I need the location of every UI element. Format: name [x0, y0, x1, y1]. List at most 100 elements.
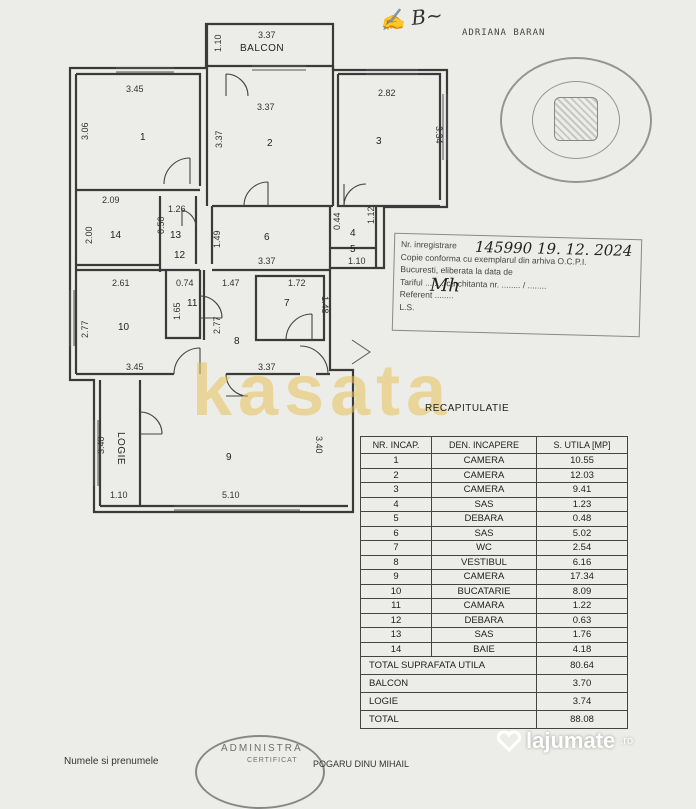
total-value: 80.64 [536, 656, 628, 675]
registration-box: Nr. inregistrare Copie conforma cu exemp… [391, 232, 643, 338]
recap-cell: 2 [360, 467, 432, 483]
recap-cell: SAS [431, 496, 537, 512]
recap-cell: 7 [360, 540, 432, 556]
room-11-number: 11 [187, 298, 198, 309]
recap-cell: 0.48 [536, 511, 628, 527]
room-14-number: 14 [110, 230, 122, 241]
doors [139, 73, 371, 435]
recap-cell: CAMERA [431, 569, 537, 585]
recap-header-cell: NR. INCAP. [360, 436, 432, 454]
adm-stamp-text: ADMINISTRA [221, 743, 303, 754]
dim-r13-h: 0.50 [156, 216, 166, 234]
room-8-number: 8 [234, 336, 240, 347]
interior-walls [76, 24, 442, 508]
dim-r8-w2: 3.37 [258, 362, 276, 372]
recap-cell: 9 [360, 569, 432, 585]
recap-cell: 1 [360, 453, 432, 469]
recap-title: RECAPITULATIE [425, 403, 510, 414]
recap-cell: 12 [360, 612, 432, 628]
room-13-number: 13 [170, 230, 182, 241]
total-value: 3.70 [536, 674, 628, 693]
room-12-number: 12 [174, 250, 186, 261]
recap-cell: 14 [360, 641, 432, 657]
room-9-number: 9 [226, 452, 232, 463]
dim-r1-h: 3.06 [80, 122, 90, 140]
recap-cell: SAS [431, 525, 537, 541]
recap-cell: 5 [360, 511, 432, 527]
room-4-number: 4 [350, 228, 356, 239]
reg-initials: Mh [429, 274, 461, 297]
dim-r13-w: 1.26 [168, 204, 186, 214]
recap-cell: 1.23 [536, 496, 628, 512]
recap-cell: 8.09 [536, 583, 628, 599]
recap-cell: 2.54 [536, 540, 628, 556]
footer-name-line: Numele si prenumele [64, 756, 159, 767]
dim-r2-w: 3.37 [257, 102, 275, 112]
dim-r10-h: 2.77 [80, 320, 90, 338]
recap-cell: 11 [360, 598, 432, 614]
recap-cell: 10 [360, 583, 432, 599]
dim-r4-w: 0.44 [332, 212, 342, 230]
dim-r7-w: 1.72 [288, 278, 306, 288]
dim-logie-h: 3.40 [96, 436, 106, 454]
dim-r6-w: 3.37 [258, 256, 276, 266]
dim-r14-h: 2.00 [84, 226, 94, 244]
recap-cell: 1.22 [536, 598, 628, 614]
windows [69, 65, 448, 511]
dim-r9-w: 5.10 [222, 490, 240, 500]
footer-name-label: Numele si prenumele [64, 756, 159, 767]
recap-cell: CAMERA [431, 467, 537, 483]
dim-logie-w: 1.10 [110, 490, 128, 500]
recap-cell: DEBARA [431, 511, 537, 527]
administration-stamp: ADMINISTRA CERTIFICAT [195, 735, 325, 809]
recap-cell: CAMARA [431, 598, 537, 614]
stamp-crest-icon [554, 97, 598, 141]
dim-r3-h: 3.34 [434, 126, 444, 144]
round-stamp [500, 57, 652, 183]
logie-label: LOGIE [115, 432, 126, 465]
recap-cell: BAIE [431, 641, 537, 657]
recap-cell: 6 [360, 525, 432, 541]
balcon-label: BALCON [240, 43, 284, 54]
total-label: TOTAL SUPRAFATA UTILA [360, 656, 537, 675]
recap-cell: 5.02 [536, 525, 628, 541]
lajumate-brand: lajumate.ro [496, 728, 633, 754]
room-7-number: 7 [284, 298, 290, 309]
recap-header-cell: S. UTILA [MP] [536, 436, 628, 454]
recap-cell: CAMERA [431, 453, 537, 469]
dim-r1-w: 3.45 [126, 84, 144, 94]
total-value: 3.74 [536, 692, 628, 711]
dimension-labels: 3.37 1.10 3.45 3.06 3.37 3.37 2.82 3.34 … [80, 30, 444, 500]
room-6-number: 6 [264, 232, 270, 243]
dim-r5-w: 1.10 [348, 256, 366, 266]
dim-r10-w: 2.61 [112, 278, 130, 288]
room-1-number: 1 [140, 132, 146, 143]
floor-plan: 1 2 3 4 5 6 7 8 9 10 11 12 13 14 BALCON … [68, 22, 449, 514]
dim-balcon-h: 1.10 [213, 34, 223, 52]
total-label: TOTAL [360, 710, 537, 729]
dim-r9-h: 3.40 [314, 436, 324, 454]
dim-r8-h: 2.77 [212, 316, 222, 334]
dim-r10-w2: 3.45 [126, 362, 144, 372]
recap-cell: CAMERA [431, 482, 537, 498]
room-5-number: 5 [350, 244, 356, 255]
recap-cell: DEBARA [431, 612, 537, 628]
kasata-watermark: kasata [192, 351, 453, 431]
recap-cell: 8 [360, 554, 432, 570]
recap-cell: 9.41 [536, 482, 628, 498]
